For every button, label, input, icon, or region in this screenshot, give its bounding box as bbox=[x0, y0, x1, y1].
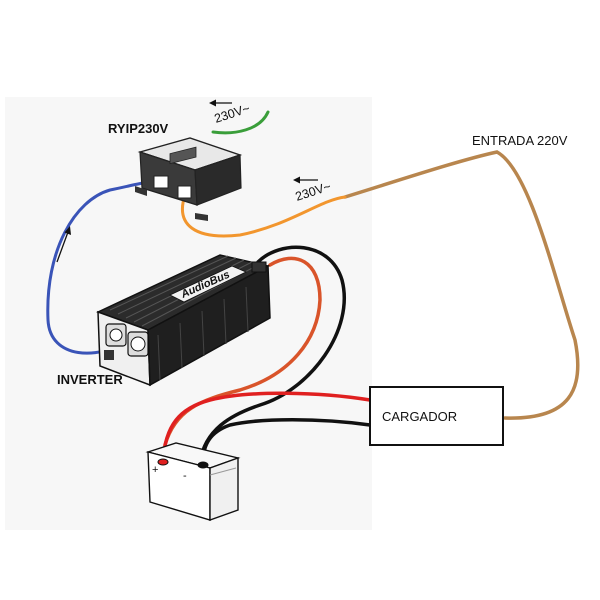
inverter-label: INVERTER bbox=[57, 372, 123, 387]
relay-label: RYIP230V bbox=[108, 121, 169, 136]
input-label: ENTRADA 220V bbox=[472, 133, 568, 148]
battery-positive-mark: + bbox=[152, 464, 158, 476]
inverter-negative-wire bbox=[198, 245, 346, 464]
arrow-up bbox=[56, 226, 71, 263]
relay-device bbox=[135, 137, 243, 221]
charger-box bbox=[369, 386, 504, 446]
battery bbox=[145, 442, 241, 521]
ac-output-wire bbox=[46, 180, 162, 355]
charger-label: CARGADOR bbox=[382, 409, 457, 424]
mains-input-wire bbox=[343, 150, 580, 420]
arrow-left-top bbox=[209, 99, 232, 107]
relay-output-wire bbox=[211, 110, 270, 135]
arrow-left-mid bbox=[293, 176, 318, 184]
charger-negative-wire bbox=[201, 418, 372, 464]
charger-positive-wire bbox=[161, 391, 372, 464]
ac-feed-wire bbox=[180, 193, 347, 238]
battery-negative-mark: - bbox=[183, 470, 187, 482]
inverter-device bbox=[96, 254, 271, 387]
